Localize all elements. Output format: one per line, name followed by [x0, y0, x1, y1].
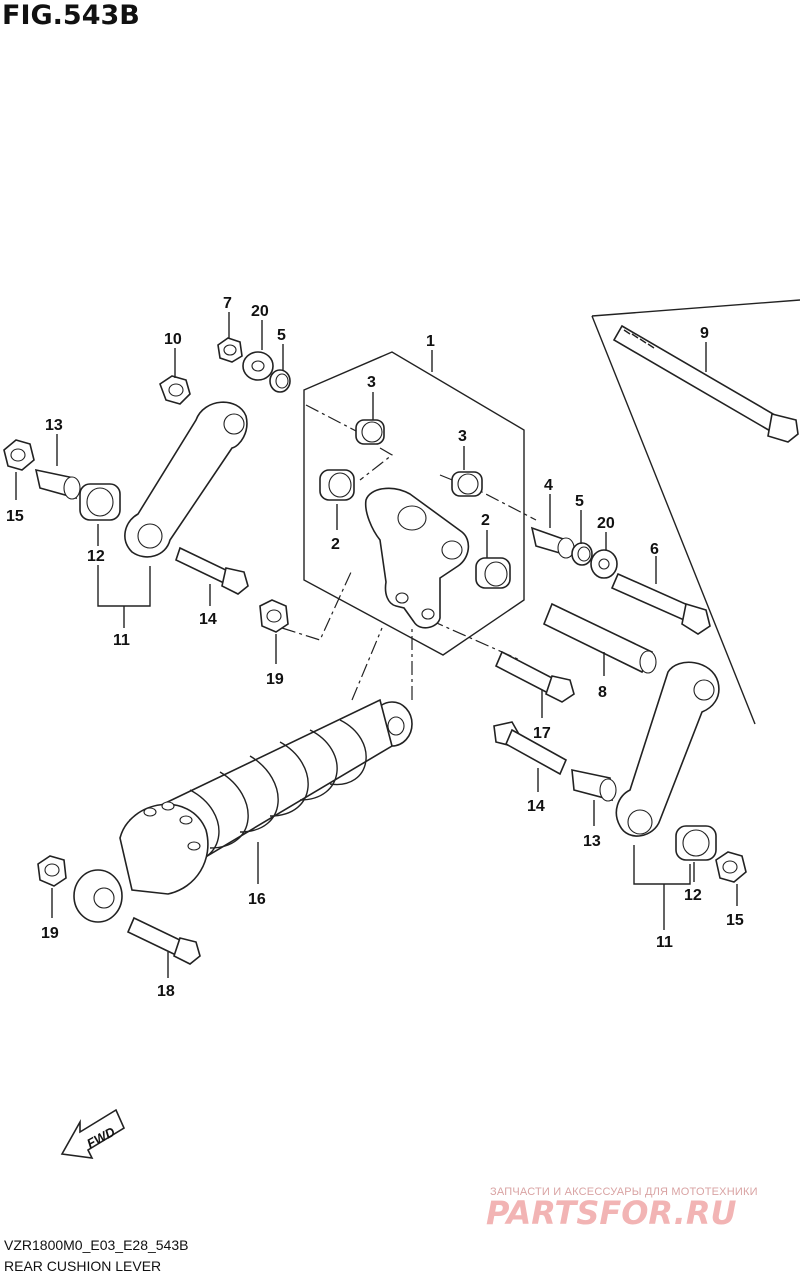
callout-12: 12	[87, 548, 105, 565]
callout-13: 13	[583, 833, 601, 850]
assembly-line-bearing-3-left	[305, 404, 359, 433]
bearing-part-3-left	[355, 419, 385, 445]
callouts: 1 2 2 3 3 4 5 5 6 7 8 9 10 11 11 12 12 1…	[6, 295, 744, 1000]
tie-rod-part-11-right	[615, 661, 720, 837]
watermark-tagline: ЗАПЧАСТИ И АКСЕССУАРЫ ДЛЯ МОТОТЕХНИКИ	[490, 1186, 758, 1198]
nut-part-19-bottom	[37, 855, 67, 887]
callout-12: 12	[684, 887, 702, 904]
callout-9: 9	[700, 325, 709, 342]
collar-part-5-top	[269, 369, 291, 393]
leader-lines	[15, 312, 738, 978]
bearing-part-12-right	[675, 825, 717, 861]
callout-20: 20	[597, 515, 615, 532]
callout-17: 17	[533, 725, 551, 742]
callout-19: 19	[266, 671, 284, 688]
callout-3: 3	[458, 428, 467, 445]
bolt-part-17	[494, 650, 575, 703]
bearing-part-3-right	[451, 471, 483, 497]
callout-2: 2	[331, 536, 340, 553]
lever-assembly-outline	[303, 351, 525, 656]
assembly-line-shock-left	[351, 627, 383, 701]
callout-14: 14	[199, 611, 217, 628]
bracket-11-left	[97, 565, 151, 607]
bearing-part-2-right	[475, 557, 511, 589]
figure-title: FIG.543B	[2, 0, 140, 31]
callout-4: 4	[544, 477, 553, 494]
nut-part-19-top	[259, 599, 289, 633]
bolt-part-18	[126, 916, 201, 965]
cushion-lever-part-1	[364, 487, 470, 629]
callout-5: 5	[575, 493, 584, 510]
assembly-line-right-bearings	[439, 474, 537, 521]
bolt-part-6	[610, 572, 711, 635]
nut-part-15-right	[715, 851, 747, 883]
nut-part-15-left	[3, 439, 35, 471]
collar-part-13-left	[34, 468, 81, 500]
callout-6: 6	[650, 541, 659, 558]
callout-7: 7	[223, 295, 232, 312]
callout-11: 11	[113, 632, 130, 649]
callout-15: 15	[726, 912, 744, 929]
callout-11: 11	[656, 934, 673, 951]
callout-15: 15	[6, 508, 24, 525]
nut-part-7	[217, 337, 243, 363]
bolt-group-outline	[591, 299, 800, 317]
bracket-11-right	[633, 845, 691, 885]
bearing-part-12-left	[79, 483, 121, 521]
figure-name: REAR CUSHION LEVER	[4, 1258, 162, 1274]
callout-20: 20	[251, 303, 269, 320]
callout-2: 2	[481, 512, 490, 529]
assembly-line-nut-19	[281, 569, 353, 641]
callout-1: 1	[426, 333, 435, 350]
collar-part-4	[530, 526, 575, 559]
callout-10: 10	[164, 331, 182, 348]
shock-absorber-part-16	[73, 698, 413, 923]
watermark-logo: PARTSFOR.RU	[486, 1194, 737, 1232]
washer-part-20-right	[590, 549, 618, 579]
callout-14: 14	[527, 798, 545, 815]
bolt-part-14-left	[175, 546, 249, 595]
callout-19: 19	[41, 925, 59, 942]
spacer-part-8	[542, 602, 657, 674]
collar-part-13-right	[571, 768, 617, 802]
collar-part-5-right	[571, 542, 593, 566]
bolt-part-14-right	[493, 721, 568, 776]
assembly-line-bearing-3-left-lower	[359, 447, 394, 481]
washer-part-20-top	[242, 351, 274, 381]
tie-rod-part-11-left	[124, 401, 248, 558]
callout-3: 3	[367, 374, 376, 391]
callout-16: 16	[248, 891, 266, 908]
callout-8: 8	[598, 684, 607, 701]
callout-13: 13	[45, 417, 63, 434]
callout-5: 5	[277, 327, 286, 344]
bolt-group-outline-diagonal	[591, 315, 756, 725]
nut-part-10	[159, 375, 191, 405]
long-bolt-part-9	[612, 324, 799, 443]
model-code: VZR1800M0_E03_E28_543B	[4, 1237, 189, 1253]
fwd-arrow: FWD	[60, 1108, 126, 1159]
callout-18: 18	[157, 983, 175, 1000]
bearing-part-2-left	[319, 469, 355, 501]
